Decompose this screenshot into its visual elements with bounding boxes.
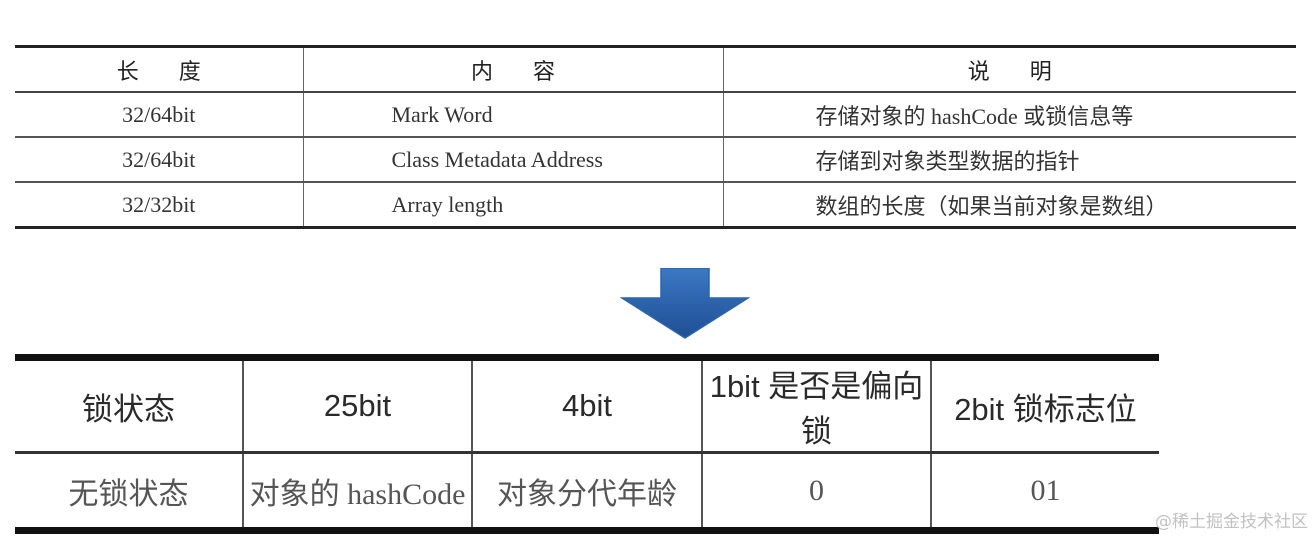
cell-description: 存储对象的 hashCode 或锁信息等 (815, 103, 1134, 129)
cell-length: 32/64bit (15, 92, 304, 137)
header-25bit: 25bit (243, 357, 473, 453)
cell-generation-age: 对象分代年龄 (472, 452, 703, 531)
cell-content: Mark Word (303, 92, 724, 137)
header-lock-flag-bits: 2bit 锁标志位 (954, 391, 1137, 427)
mark-word-table: 锁状态 25bit 4bit 1bit 是否是偏向锁 2bit 锁标志位 无锁状… (15, 354, 1159, 534)
header-biased-lock-bit: 1bit 是否是偏向锁 (702, 357, 932, 453)
cell-lock-flag: 01 (1030, 473, 1061, 507)
cell-description: 存储到对象类型数据的指针 (815, 148, 1080, 174)
cell-length: 32/32bit (15, 182, 304, 228)
table-header-row: 长度 内容 说明 (15, 46, 1296, 92)
table-row: 无锁状态 对象的 hashCode 对象分代年龄 0 01 (15, 452, 1159, 531)
header-length: 长度 (15, 46, 304, 92)
cell-biased-flag: 0 (702, 452, 932, 531)
table-row: 32/32bit Array length 数组的长度（如果当前对象是数组） (15, 182, 1296, 228)
cell-content: Class Metadata Address (303, 137, 724, 182)
header-4bit: 4bit (472, 357, 703, 453)
table-row: 32/64bit Class Metadata Address 存储到对象类型数… (15, 137, 1296, 182)
table-row: 32/64bit Mark Word 存储对象的 hashCode 或锁信息等 (15, 92, 1296, 137)
table-header-row: 锁状态 25bit 4bit 1bit 是否是偏向锁 2bit 锁标志位 (15, 357, 1159, 453)
cell-description: 数组的长度（如果当前对象是数组） (815, 193, 1168, 219)
header-lock-state: 锁状态 (15, 357, 244, 453)
object-header-table: 长度 内容 说明 32/64bit Mark Word 存储对象的 hashCo… (15, 45, 1296, 229)
header-content: 内容 (303, 46, 724, 92)
header-description: 说明 (967, 58, 1092, 84)
cell-lock-state: 无锁状态 (15, 452, 244, 531)
watermark: @稀土掘金技术社区 (1155, 512, 1308, 532)
cell-length: 32/64bit (15, 137, 304, 182)
down-arrow-icon (620, 268, 750, 339)
cell-content: Array length (303, 182, 724, 228)
cell-hashcode: 对象的 hashCode (243, 452, 473, 531)
